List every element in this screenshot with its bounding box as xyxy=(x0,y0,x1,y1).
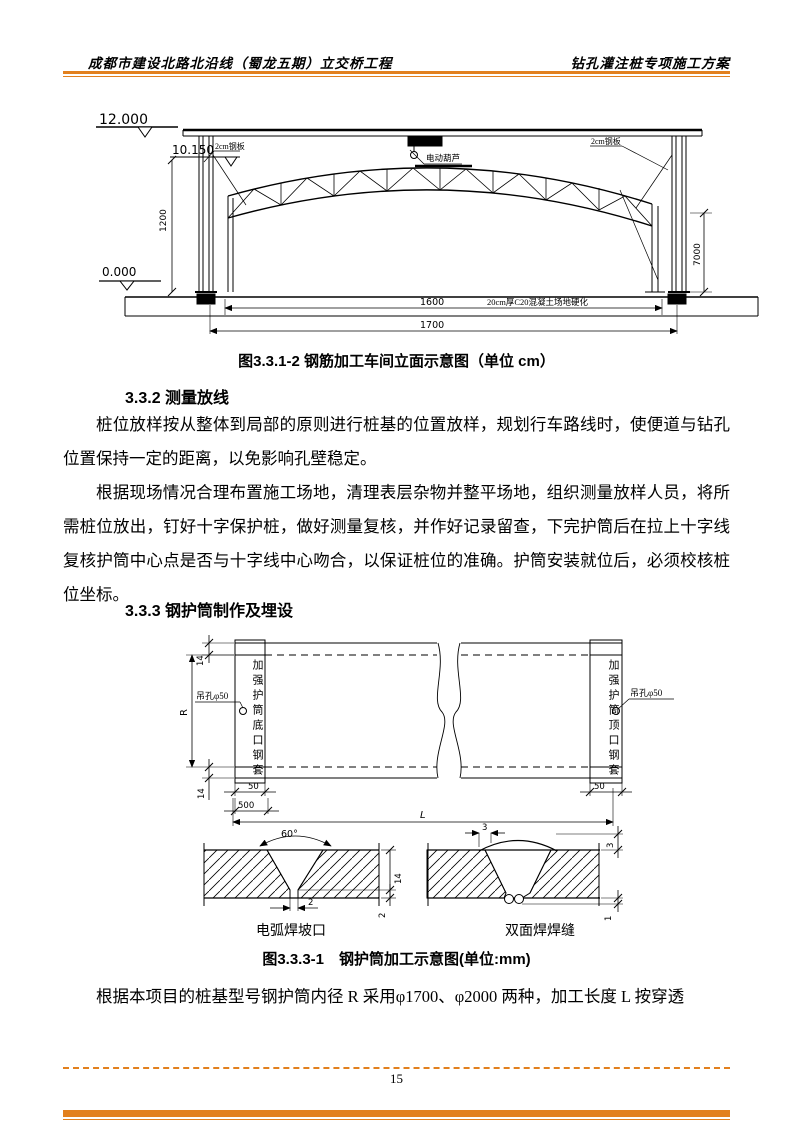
heading-3-3-2: 3.3.2 测量放线 xyxy=(125,390,230,407)
groove-thickness: 14 xyxy=(394,873,404,884)
dim-1600: 1600 xyxy=(420,297,444,308)
hoist-label: 电动葫芦 xyxy=(426,153,460,163)
header-project-title: 成都市建设北路北沿线（蜀龙五期）立交桥工程 xyxy=(88,56,393,71)
groove-detail-label: 电弧焊坡口 xyxy=(256,923,326,939)
casing-fabrication-svg: 吊孔φ50 吊孔φ50 14 R 14 50 500 50 L 60° 2 14… xyxy=(179,635,674,939)
footer-dashed-rule xyxy=(63,1067,730,1069)
lift-hole-left-label: 吊孔φ50 xyxy=(196,691,229,701)
sleeve-bottom-vertical-label: 加强护筒底口钢套 xyxy=(251,659,263,779)
paragraph-casing: 根据本项目的桩基型号钢护筒内径 R 采用φ1700、φ2000 两种，加工长度 … xyxy=(96,987,685,1006)
dim-1700: 1700 xyxy=(420,320,444,331)
paragraph-survey-1: 桩位放样按从整体到局部的原则进行桩基的位置放样，规划行车路线时，使便道与钻孔位置… xyxy=(63,415,730,468)
dim-1200: 1200 xyxy=(159,209,169,232)
dim-offset: 500 xyxy=(238,801,254,811)
weld-cap-height: 3 xyxy=(606,843,616,848)
sleeve-top-vertical-label: 加强护筒顶口钢套 xyxy=(607,659,619,779)
groove-gap: 2 xyxy=(308,898,313,908)
plate-right-label: 2cm钢板 xyxy=(591,136,621,146)
header-rule-thin xyxy=(63,76,730,77)
dim-radius: R xyxy=(179,709,190,716)
ground-slab-label: 20cm厚C20混凝土场地硬化 xyxy=(487,297,589,307)
dim-wall-top: 14 xyxy=(196,655,206,666)
elevation-ground-label: 0.000 xyxy=(102,265,136,279)
lift-hole-right-label: 吊孔φ50 xyxy=(630,688,663,698)
plate-left-label: 2cm钢板 xyxy=(215,141,245,151)
weld-cap-width: 3 xyxy=(482,823,487,833)
footer-bar-thin xyxy=(63,1119,730,1120)
dim-7000: 7000 xyxy=(693,243,703,266)
dim-sleeve-left: 50 xyxy=(248,782,259,792)
workshop-elevation-svg: 12.000 10.150 0.000 电动葫芦 2cm钢板 2cm钢板 120… xyxy=(96,112,759,335)
weld-detail-label: 双面焊焊缝 xyxy=(505,923,575,939)
header-rule-thick xyxy=(63,71,730,74)
footer-bar xyxy=(63,1110,730,1117)
dim-sleeve-right: 50 xyxy=(594,782,605,792)
figure2-caption: 图3.3.3-1 钢护筒加工示意图(单位:mm) xyxy=(262,951,531,968)
groove-root: 2 xyxy=(378,913,388,918)
workshop-elevation-diagram: 12.000 10.150 0.000 电动葫芦 2cm钢板 2cm钢板 120… xyxy=(0,100,793,350)
dim-wall-bottom: 14 xyxy=(197,788,207,799)
groove-angle: 60° xyxy=(281,829,298,840)
weld-root-height: 1 xyxy=(604,916,614,921)
figure1-caption: 图3.3.1-2 钢筋加工车间立面示意图（单位 cm） xyxy=(238,353,555,370)
page-number: 15 xyxy=(390,1071,403,1086)
header-doc-title: 钻孔灌注桩专项施工方案 xyxy=(570,56,730,71)
elevation-top-label: 12.000 xyxy=(99,112,148,128)
elevation-crane-label: 10.150 xyxy=(172,143,214,157)
dim-length: L xyxy=(420,810,426,821)
casing-fabrication-diagram: 吊孔φ50 吊孔φ50 14 R 14 50 500 50 L 60° 2 14… xyxy=(0,625,793,945)
heading-3-3-3: 3.3.3 钢护筒制作及埋设 xyxy=(125,603,294,620)
paragraph-survey-2: 根据现场情况合理布置施工场地，清理表层杂物并整平场地，组织测量放样人员，将所需桩… xyxy=(63,483,730,604)
